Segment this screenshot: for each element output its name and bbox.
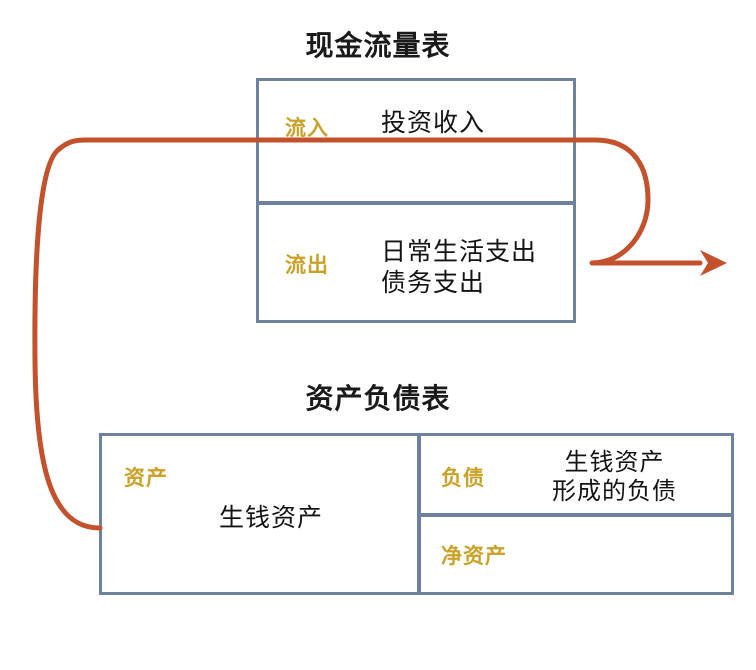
assets-value: 生钱资产: [219, 503, 324, 532]
cash-outflow-value: 日常生活支出 债务支出: [381, 237, 538, 297]
balance-sheet-title: 资产负债表: [305, 382, 451, 415]
cash-flow-statement-title: 现金流量表: [305, 29, 451, 62]
cash-flow-row-divider: [256, 201, 576, 205]
flow-arrowhead-icon: [700, 250, 727, 276]
liabilities-label: 负债: [441, 466, 485, 490]
assets-label: 资产: [124, 466, 168, 490]
cash-inflow-value: 投资收入: [381, 108, 486, 137]
net-assets-label: 净资产: [441, 544, 507, 568]
balance-sheet-row-divider: [417, 513, 734, 517]
cash-outflow-label: 流出: [285, 253, 329, 277]
cash-inflow-label: 流入: [285, 116, 329, 140]
liabilities-value: 生钱资产 形成的负债: [552, 448, 677, 506]
